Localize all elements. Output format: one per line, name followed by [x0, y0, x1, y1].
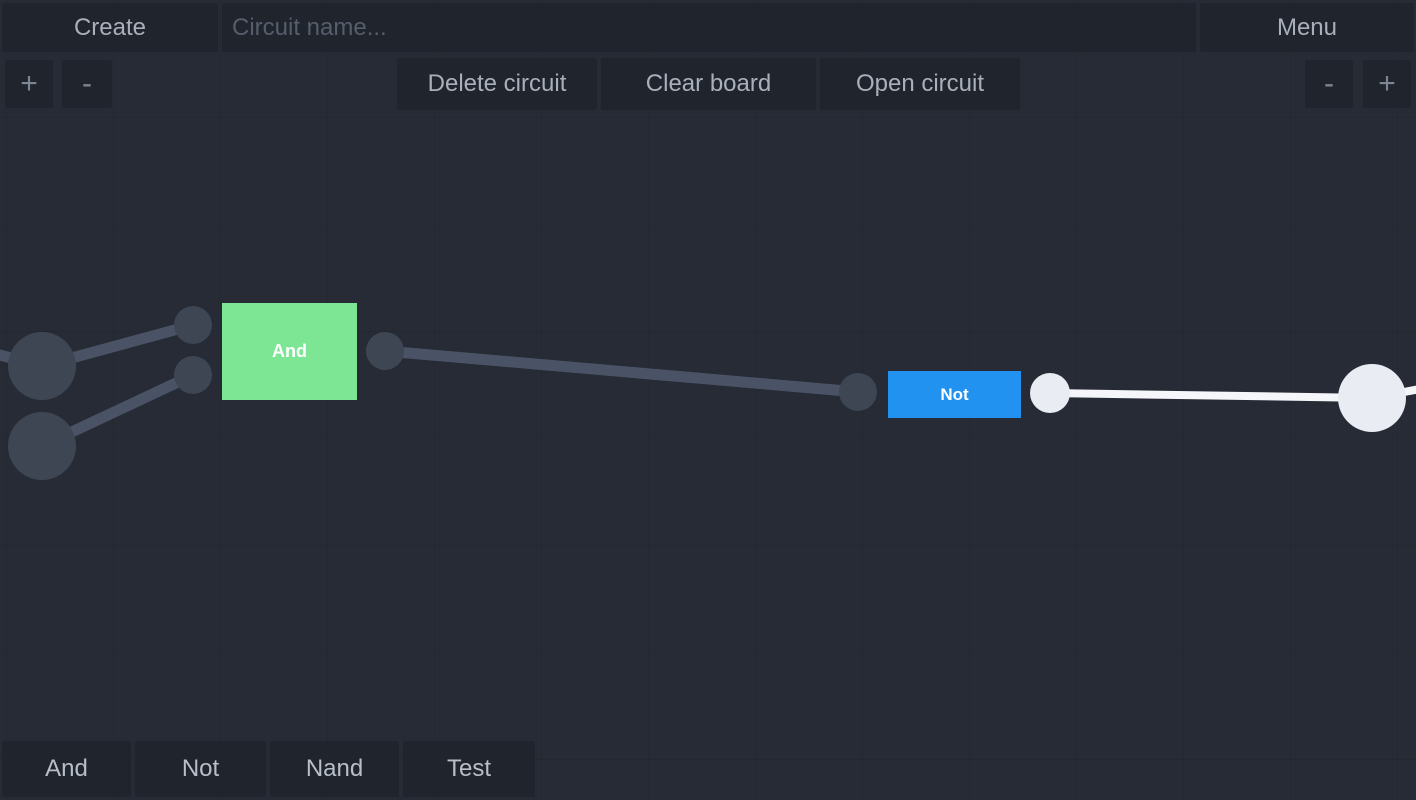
gate-input-pin[interactable]	[174, 356, 212, 394]
zoom-in-button-left[interactable]: +	[5, 60, 53, 108]
open-circuit-button[interactable]: Open circuit	[820, 58, 1020, 110]
not-gate[interactable]: Not	[888, 371, 1021, 418]
clear-board-button[interactable]: Clear board	[601, 58, 816, 110]
gate-input-pin[interactable]	[839, 373, 877, 411]
gate-output-pin-active[interactable]	[1030, 373, 1070, 413]
output-node-active[interactable]	[1338, 364, 1406, 432]
palette-item-nand[interactable]: Nand	[270, 741, 399, 797]
zoom-in-button-right[interactable]: +	[1363, 60, 1411, 108]
gate-output-pin[interactable]	[366, 332, 404, 370]
not-gate-label: Not	[940, 384, 969, 404]
palette-item-not[interactable]: Not	[135, 741, 266, 797]
input-node[interactable]	[8, 412, 76, 480]
circuit-name-input[interactable]	[222, 3, 1196, 52]
and-gate[interactable]: And	[222, 303, 357, 400]
wire[interactable]	[384, 345, 859, 398]
gate-input-pin[interactable]	[174, 306, 212, 344]
palette-item-and[interactable]: And	[2, 741, 131, 797]
and-gate-label: And	[272, 341, 307, 361]
zoom-out-button-right[interactable]: -	[1305, 60, 1353, 108]
create-button[interactable]: Create	[2, 3, 218, 52]
wire-active[interactable]	[1049, 389, 1373, 402]
zoom-out-button-left[interactable]: -	[62, 60, 112, 108]
input-node[interactable]	[8, 332, 76, 400]
palette-item-test[interactable]: Test	[403, 741, 535, 797]
menu-button[interactable]: Menu	[1200, 3, 1414, 52]
delete-circuit-button[interactable]: Delete circuit	[397, 58, 597, 110]
